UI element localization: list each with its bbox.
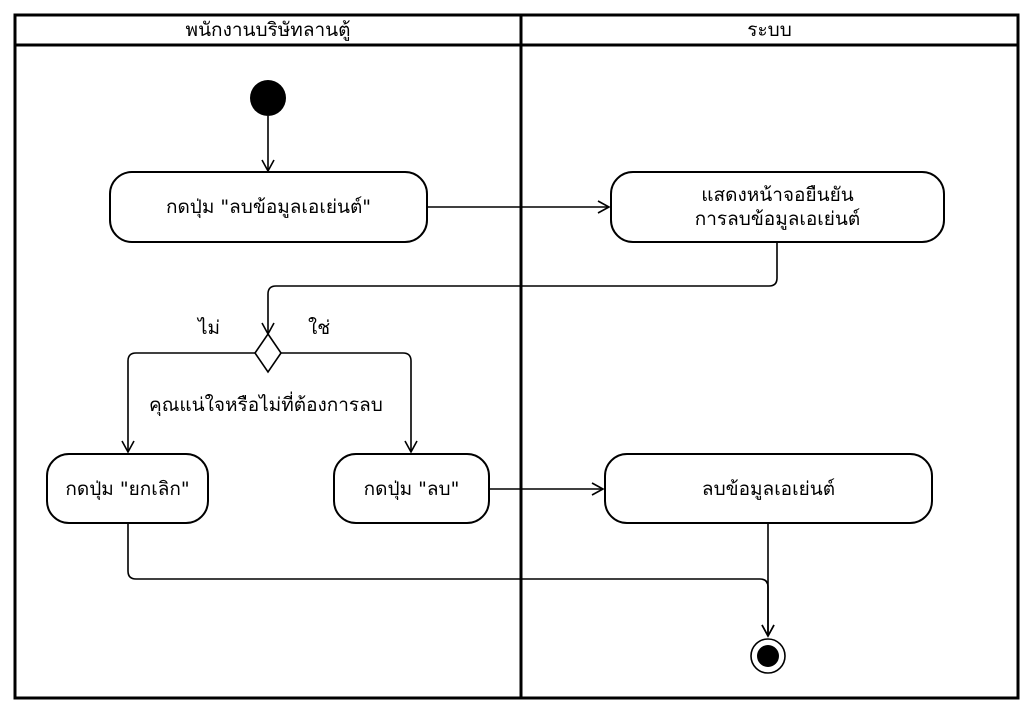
action-press-cancel-label: กดปุ่ม "ยกเลิก" [65,477,190,500]
action-press-delete-agent: กดปุ่ม "ลบข้อมูลเอเย่นต์" [110,172,427,242]
action-press-cancel: กดปุ่ม "ยกเลิก" [47,454,208,523]
decision-no-label: ไม่ [198,317,221,339]
decision-diamond [254,332,282,374]
final-node-inner [757,645,779,667]
swimlane-title-staff: พนักงานบริษัทลานตู้ [185,19,351,41]
action-show-confirm: แสดงหน้าจอยืนยัน การลบข้อมูลเอเย่นต์ [611,172,944,242]
action-press-delete-agent-label: กดปุ่ม "ลบข้อมูลเอเย่นต์" [165,196,372,218]
initial-node [250,80,286,116]
flow-decision-no [121,352,255,454]
flow-decision-yes [281,352,418,454]
flow-cancel-to-end [127,523,775,638]
action-delete-agent-data-label: ลบข้อมูลเอเย่นต์ [701,477,836,500]
swimlane-title-system: ระบบ [747,19,792,41]
action-delete-agent-data: ลบข้อมูลเอเย่นต์ [605,454,932,523]
action-show-confirm-line1: แสดงหน้าจอยืนยัน [701,184,854,206]
action-press-delete: กดปุ่ม "ลบ" [334,454,489,523]
decision-yes-label: ใช่ [308,317,331,339]
flow-confirm-to-decision [261,242,778,336]
decision-question: คุณแน่ใจหรือไม่ที่ต้องการลบ [149,394,383,416]
action-press-delete-label: กดปุ่ม "ลบ" [363,477,460,500]
action-show-confirm-line2: การลบข้อมูลเอเย่นต์ [694,208,861,230]
swimlane-frame [13,13,1020,700]
